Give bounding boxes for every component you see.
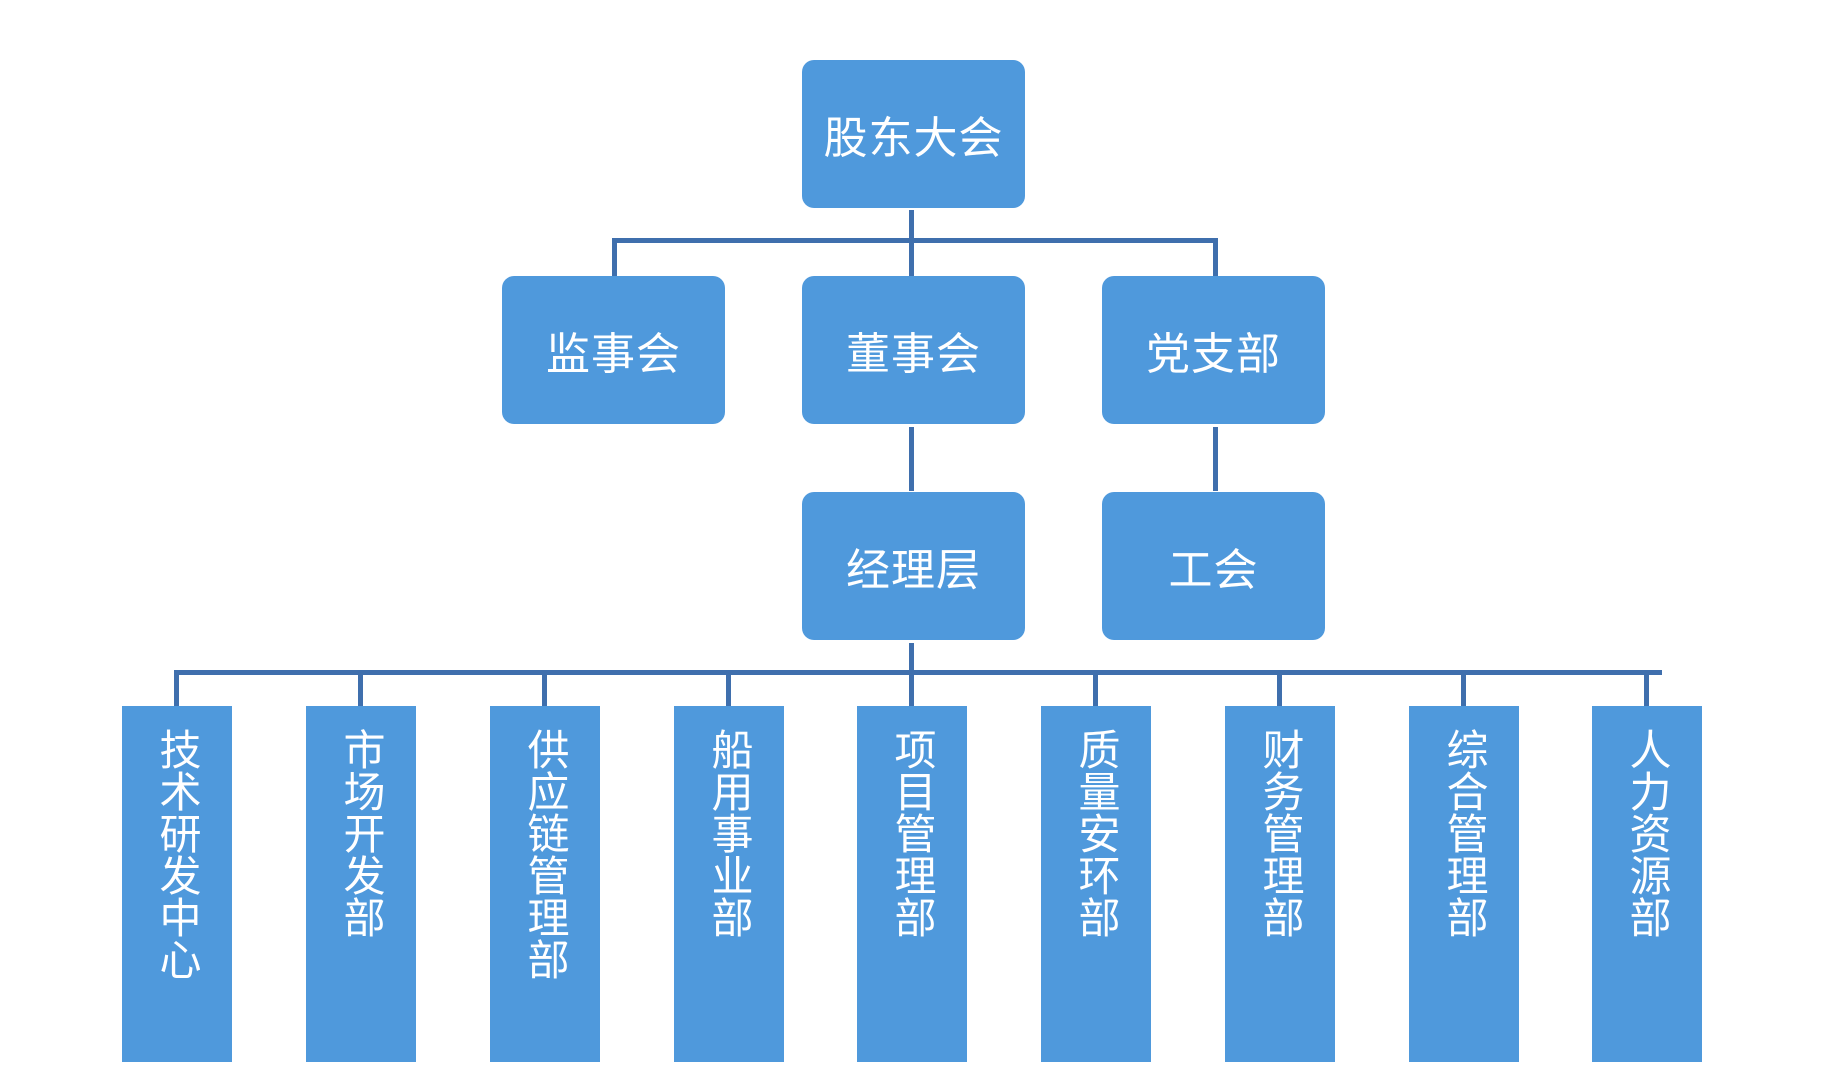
dept-label: 技术研发中心 xyxy=(153,728,202,980)
dept-label: 供应链管理部 xyxy=(521,728,570,980)
connector-to-board xyxy=(909,238,914,276)
connector-to-supervisory xyxy=(612,238,617,276)
connector-to-dept-ship xyxy=(726,670,731,706)
node-label: 股东大会 xyxy=(823,113,1004,164)
dept-human-resources: 人力资源部 xyxy=(1592,706,1702,1062)
dept-label: 市场开发部 xyxy=(337,728,386,938)
dept-label: 财务管理部 xyxy=(1256,728,1305,938)
connector-departments-horizontal xyxy=(174,670,1662,675)
dept-finance: 财务管理部 xyxy=(1225,706,1335,1062)
node-board-of-directors: 董事会 xyxy=(802,276,1025,424)
dept-label: 质量安环部 xyxy=(1072,728,1121,938)
connector-to-dept-project xyxy=(909,670,914,706)
connector-to-dept-rd xyxy=(174,670,179,706)
node-label: 经理层 xyxy=(846,545,981,596)
dept-supply-chain: 供应链管理部 xyxy=(490,706,600,1062)
node-label: 董事会 xyxy=(846,329,981,380)
node-label: 党支部 xyxy=(1146,329,1281,380)
connector-to-dept-supply xyxy=(542,670,547,706)
dept-market-development: 市场开发部 xyxy=(306,706,416,1062)
node-label: 工会 xyxy=(1168,545,1259,596)
node-label: 监事会 xyxy=(546,329,681,380)
connector-to-party xyxy=(1213,238,1218,276)
dept-rd-center: 技术研发中心 xyxy=(122,706,232,1062)
connector-top-vertical xyxy=(909,210,914,240)
dept-general-admin: 综合管理部 xyxy=(1409,706,1519,1062)
node-supervisory-board: 监事会 xyxy=(502,276,725,424)
connector-to-dept-hr xyxy=(1644,670,1649,706)
connector-level2-horizontal xyxy=(612,238,1218,243)
connector-board-to-management xyxy=(909,427,914,491)
dept-label: 综合管理部 xyxy=(1440,728,1489,938)
dept-project-management: 项目管理部 xyxy=(857,706,967,1062)
connector-to-dept-quality xyxy=(1093,670,1098,706)
node-labor-union: 工会 xyxy=(1102,492,1325,640)
connector-party-to-union xyxy=(1213,427,1218,491)
dept-label: 船用事业部 xyxy=(705,728,754,938)
node-party-branch: 党支部 xyxy=(1102,276,1325,424)
dept-label: 人力资源部 xyxy=(1623,728,1672,938)
connector-management-vertical xyxy=(909,643,914,673)
node-shareholders-meeting: 股东大会 xyxy=(802,60,1025,208)
connector-to-dept-market xyxy=(358,670,363,706)
dept-label: 项目管理部 xyxy=(888,728,937,938)
dept-quality-safety: 质量安环部 xyxy=(1041,706,1151,1062)
connector-to-dept-finance xyxy=(1277,670,1282,706)
connector-to-dept-admin xyxy=(1461,670,1466,706)
dept-marine-business: 船用事业部 xyxy=(674,706,784,1062)
node-management: 经理层 xyxy=(802,492,1025,640)
